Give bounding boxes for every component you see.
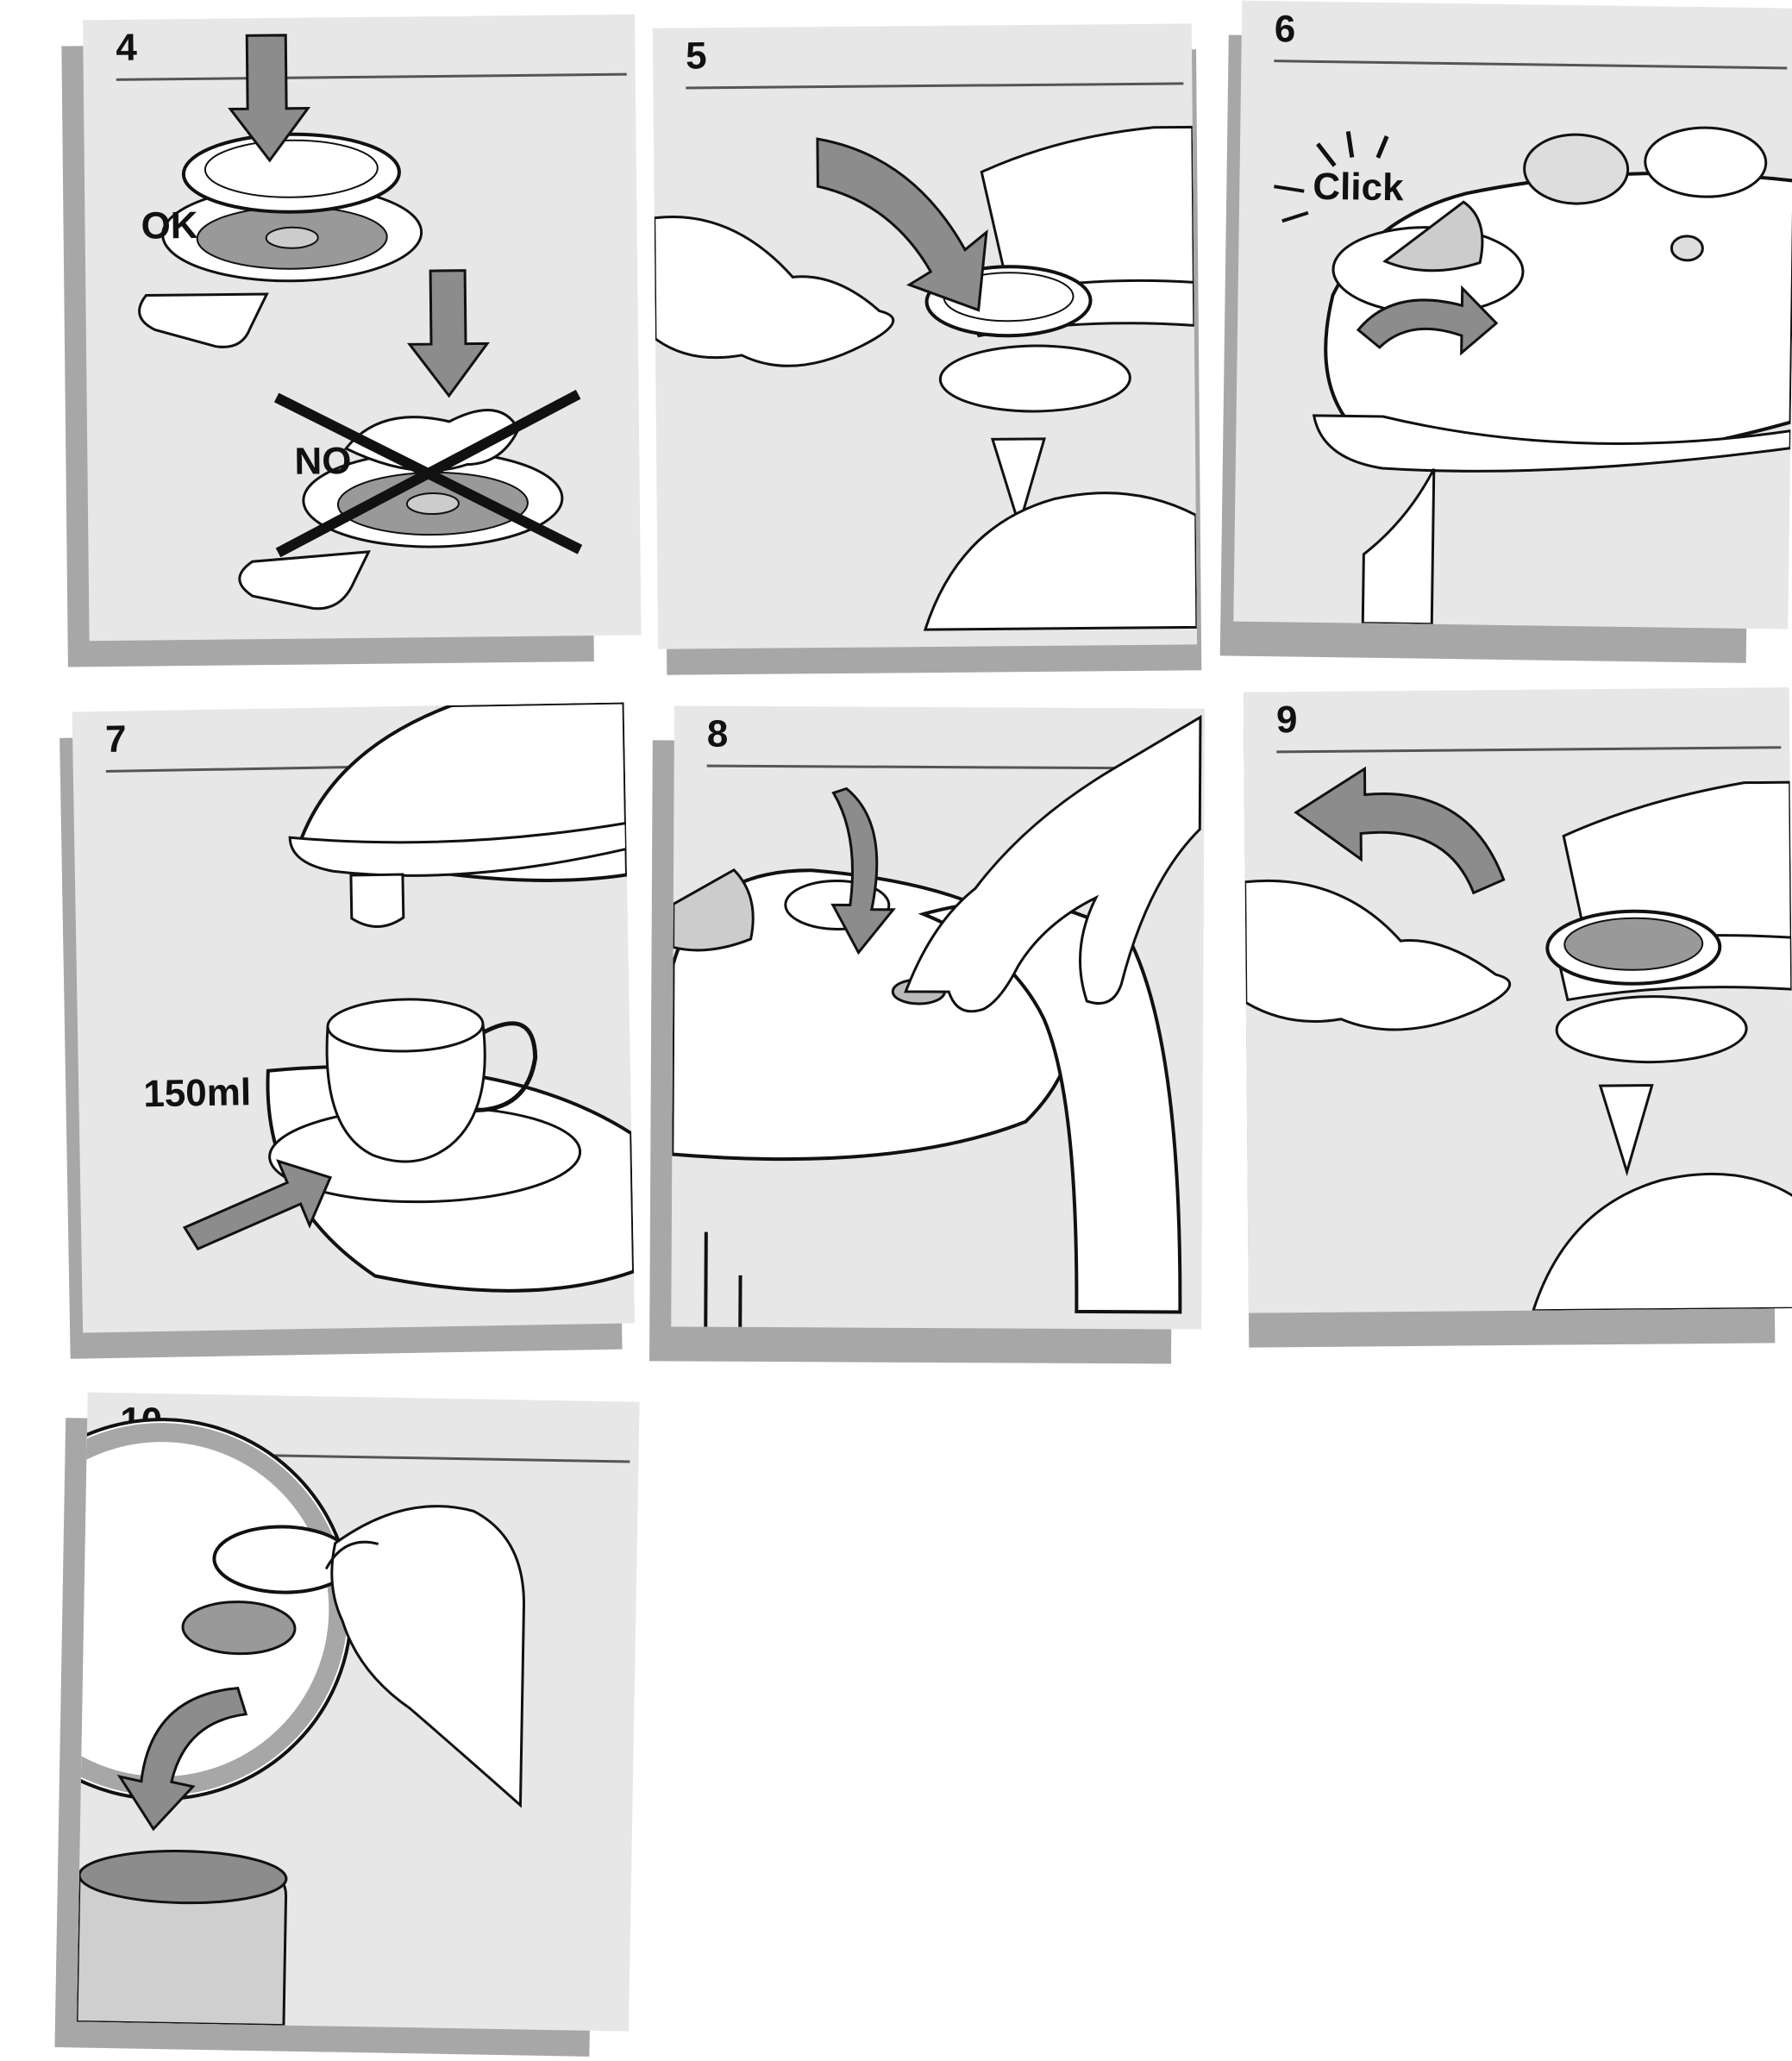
step-5-panel: 5 bbox=[653, 15, 1211, 675]
step-6-panel: 6 Click bbox=[1220, 0, 1792, 663]
panel-card: 4 OK NO bbox=[83, 15, 642, 642]
step-7-panel: 7 150ml bbox=[59, 685, 650, 1368]
insert-holder-illustration bbox=[653, 23, 1197, 648]
panel-card: 10 bbox=[77, 1393, 640, 2032]
no-label: NO bbox=[294, 440, 352, 484]
step-10-panel: 10 bbox=[54, 1392, 652, 2061]
panel-card: 6 Click bbox=[1233, 1, 1792, 630]
ok-label: OK bbox=[141, 204, 198, 248]
panel-card: 5 bbox=[653, 23, 1197, 648]
close-lid-illustration bbox=[1233, 1, 1792, 630]
discard-pod-illustration bbox=[77, 1393, 640, 2032]
place-cup-illustration bbox=[72, 702, 635, 1332]
step-4-panel: 4 OK NO bbox=[61, 15, 648, 676]
step-8-panel: 8 bbox=[649, 705, 1205, 1372]
click-label: Click bbox=[1313, 166, 1404, 210]
step-9-panel: 9 bbox=[1231, 687, 1792, 1348]
pod-placement-illustration bbox=[83, 15, 642, 642]
volume-label: 150ml bbox=[143, 1071, 252, 1116]
press-button-illustration bbox=[671, 705, 1205, 1329]
panel-card: 8 bbox=[671, 705, 1205, 1329]
panel-card: 9 bbox=[1244, 687, 1792, 1312]
panel-card: 7 150ml bbox=[72, 702, 635, 1332]
remove-holder-illustration bbox=[1244, 687, 1792, 1312]
